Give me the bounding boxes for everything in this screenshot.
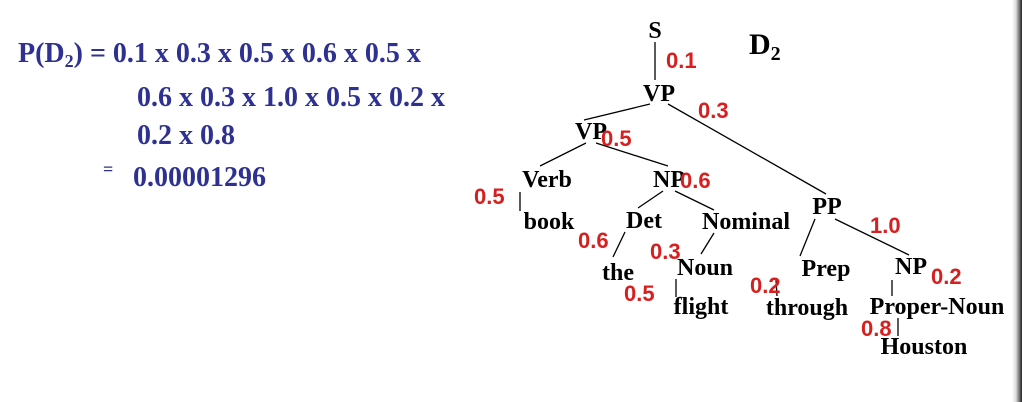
- tree-node-book: book: [524, 209, 575, 235]
- rule-probability-pp: 1.0: [870, 213, 901, 238]
- probability-equation-line-1: P(D2) = 0.1 x 0.3 x 0.5 x 0.6 x 0.5 x: [18, 38, 421, 71]
- tree-node-pp: PP: [812, 194, 841, 220]
- tree-edge-vp2-np: [595, 142, 669, 167]
- tree-node-propernoun: Proper-Noun: [870, 294, 1005, 320]
- tree-node-the: the: [602, 260, 634, 286]
- tree-node-nominal: Nominal: [702, 209, 790, 235]
- tree-node-noun: Noun: [677, 255, 733, 281]
- tree-node-s: S: [648, 18, 661, 44]
- tree-edge-pp-prep: [799, 218, 816, 257]
- tree-node-through: through: [766, 295, 848, 321]
- tree-edge-prep-through: [775, 279, 778, 297]
- tree-node-verb: Verb: [522, 167, 572, 193]
- tree-edge-vp-pp: [667, 103, 827, 195]
- rule-probability-propernoun: 0.8: [861, 316, 892, 341]
- tree-node-vp2: VP: [575, 119, 607, 145]
- tree-node-det: Det: [626, 208, 662, 234]
- tree-node-flight: flight: [674, 294, 729, 320]
- probability-equation-line-3: 0.2 x 0.8: [137, 120, 235, 151]
- equation-lhs-suffix: ) = 0.1 x 0.3 x 0.5 x 0.6 x 0.5 x: [73, 38, 421, 69]
- derivation-label: D2: [749, 28, 781, 65]
- rule-probability-vp2: 0.5: [601, 126, 632, 151]
- equation-lhs-prefix: P(D: [18, 38, 65, 69]
- tree-node-houston: Houston: [881, 334, 968, 360]
- tree-edge-pp-np2: [834, 218, 910, 256]
- tree-node-prep: Prep: [802, 256, 851, 282]
- equals-sign: =: [103, 159, 114, 179]
- derivation-label-subscript: 2: [770, 43, 781, 65]
- tree-edge-np-det: [637, 190, 664, 209]
- tree-edge-np-nominal: [674, 190, 715, 211]
- window-edge: [1012, 0, 1022, 402]
- rule-probability-prep: 0.2: [750, 273, 781, 298]
- tree-node-vp: VP: [643, 81, 675, 107]
- derivation-label-main: D: [749, 28, 771, 61]
- rule-probability-s: 0.1: [666, 48, 697, 73]
- rule-probability-vp: 0.3: [698, 98, 729, 123]
- rule-probability-verb: 0.5: [474, 184, 505, 209]
- probability-result: 0.00001296: [133, 162, 266, 193]
- tree-node-np2: NP: [895, 254, 927, 280]
- rule-probability-noun: 0.5: [624, 281, 655, 306]
- rule-probability-nominal: 0.3: [650, 239, 681, 264]
- tree-edge-vp2-verb: [539, 142, 587, 167]
- rule-probability-np: 0.6: [680, 168, 711, 193]
- tree-edge-det-the: [612, 231, 626, 258]
- tree-node-np: NP: [653, 167, 685, 193]
- equation-lhs-subscript: 2: [64, 51, 74, 71]
- probability-equation-line-2: 0.6 x 0.3 x 1.0 x 0.5 x 0.2 x: [137, 82, 445, 113]
- tree-edge-vp-vp2: [583, 103, 651, 121]
- tree-edge-nominal-noun: [700, 232, 715, 255]
- rule-probability-det: 0.6: [578, 228, 609, 253]
- rule-probability-np2: 0.2: [931, 264, 962, 289]
